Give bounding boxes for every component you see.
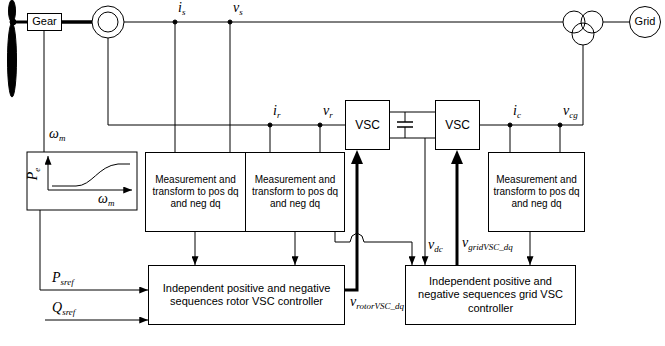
- edge-label: vrotorVSC_dq: [349, 295, 405, 311]
- generator-symbol: [92, 6, 124, 38]
- generator-rotor: [98, 12, 118, 32]
- rotor-line: [108, 38, 345, 125]
- power-curve: [52, 164, 130, 186]
- box-text: Independent positive and negative sequen…: [409, 275, 572, 315]
- signal-wire: [195, 232, 196, 265]
- psref-wire: [40, 210, 148, 290]
- edge-label: vgridVSC_dq: [461, 236, 514, 252]
- transformer-winding: [581, 11, 603, 33]
- shaft: [15, 21, 27, 24]
- box-text: Measurement and transform to pos dq and …: [492, 174, 581, 210]
- capacitor-lead: [405, 112, 406, 122]
- controller-box: Independent positive and negative sequen…: [148, 265, 345, 325]
- measure-wire: [270, 125, 271, 152]
- signal-label: vr: [323, 104, 333, 120]
- signal-label: ωm: [49, 127, 65, 143]
- measure-wire: [175, 22, 176, 152]
- signal-label: Qsref: [52, 301, 75, 317]
- signal-wire: [335, 232, 412, 265]
- signal-label: Pe: [26, 168, 42, 181]
- box-text: VSC: [445, 118, 470, 132]
- signal-wire: [295, 232, 296, 265]
- measure-wire: [230, 22, 231, 152]
- signal-wire: [390, 112, 435, 113]
- measure-wire: [510, 125, 511, 152]
- grid-circle: Grid: [629, 6, 661, 38]
- qsref-wire: [45, 320, 148, 321]
- capacitor-plate: [397, 121, 413, 123]
- power-curve-box: [27, 152, 137, 210]
- signal-label: vcg: [563, 104, 578, 120]
- shaft: [62, 20, 92, 24]
- box-text: Measurement and transform to pos dq and …: [249, 174, 341, 210]
- converter-box: VSC: [435, 100, 480, 150]
- signal-wire: [530, 232, 531, 265]
- measure-wire: [320, 125, 321, 152]
- gear-box: Gear: [27, 13, 62, 31]
- capacitor-lead: [405, 127, 406, 138]
- measure-wire: [560, 125, 561, 152]
- controller-box: Independent positive and negative sequen…: [405, 265, 576, 325]
- signal-label: is: [178, 1, 185, 17]
- signal-label: vdc: [428, 238, 443, 254]
- speed-wire: [44, 31, 45, 152]
- box-text: VSC: [355, 118, 380, 132]
- measurement-box: Measurement and transform to pos dq and …: [245, 152, 345, 232]
- vdc-wire: [425, 138, 426, 265]
- turbine-blade: [8, 23, 17, 97]
- signal-label: ωm: [98, 192, 114, 208]
- box-text: Independent positive and negative sequen…: [152, 282, 341, 308]
- grid-side-line: [480, 45, 583, 125]
- signal-label: vs: [233, 1, 243, 17]
- measurement-box: Measurement and transform to pos dq and …: [145, 152, 246, 232]
- grid-line: [603, 22, 629, 23]
- transformer-winding: [563, 11, 585, 33]
- stator-line: [124, 22, 563, 23]
- transformer-winding: [572, 23, 594, 45]
- box-text: Gear: [32, 15, 56, 28]
- box-text: Grid: [635, 15, 656, 28]
- control-signal-arrow: [456, 156, 459, 265]
- axis: [48, 156, 49, 190]
- axis: [48, 190, 132, 191]
- converter-box: VSC: [345, 100, 390, 150]
- signal-label: Psref: [52, 271, 74, 287]
- box-text: Measurement and transform to pos dq and …: [149, 174, 242, 210]
- signal-label: ir: [273, 104, 280, 120]
- signal-wire: [390, 138, 435, 139]
- control-signal-arrow: [345, 156, 357, 290]
- signal-label: ic: [513, 104, 521, 120]
- measurement-box: Measurement and transform to pos dq and …: [488, 152, 585, 232]
